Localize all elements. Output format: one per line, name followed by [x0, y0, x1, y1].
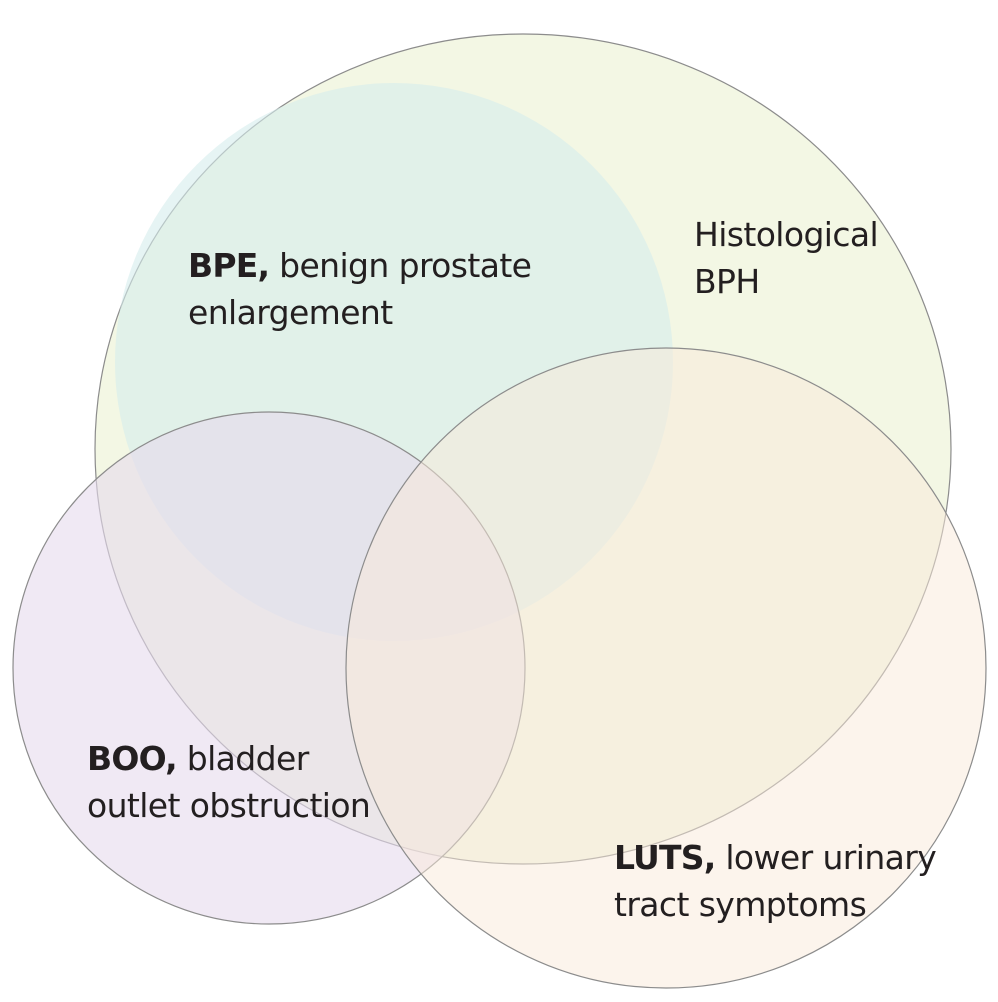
label-histological-bph-line2: BPH	[694, 262, 760, 301]
label-boo: BOO, bladder outlet obstruction	[87, 735, 371, 829]
label-boo-line2: outlet obstruction	[87, 786, 371, 825]
label-boo-abbr: BOO,	[87, 739, 178, 778]
label-bpe: BPE, benign prostate enlargement	[188, 242, 532, 336]
circle-luts	[345, 347, 987, 989]
label-luts-line1: lower urinary	[725, 838, 937, 877]
label-luts: LUTS, lower urinary tract symptoms	[614, 834, 937, 928]
label-luts-abbr: LUTS,	[614, 838, 716, 877]
label-bpe-line2: enlargement	[188, 293, 393, 332]
label-bpe-line1: benign prostate	[279, 246, 532, 285]
label-luts-line2: tract symptoms	[614, 885, 867, 924]
label-histological-bph-line1: Histological	[694, 215, 879, 254]
label-histological-bph: Histological BPH	[694, 211, 879, 305]
label-bpe-abbr: BPE,	[188, 246, 270, 285]
label-boo-line1: bladder	[186, 739, 310, 778]
